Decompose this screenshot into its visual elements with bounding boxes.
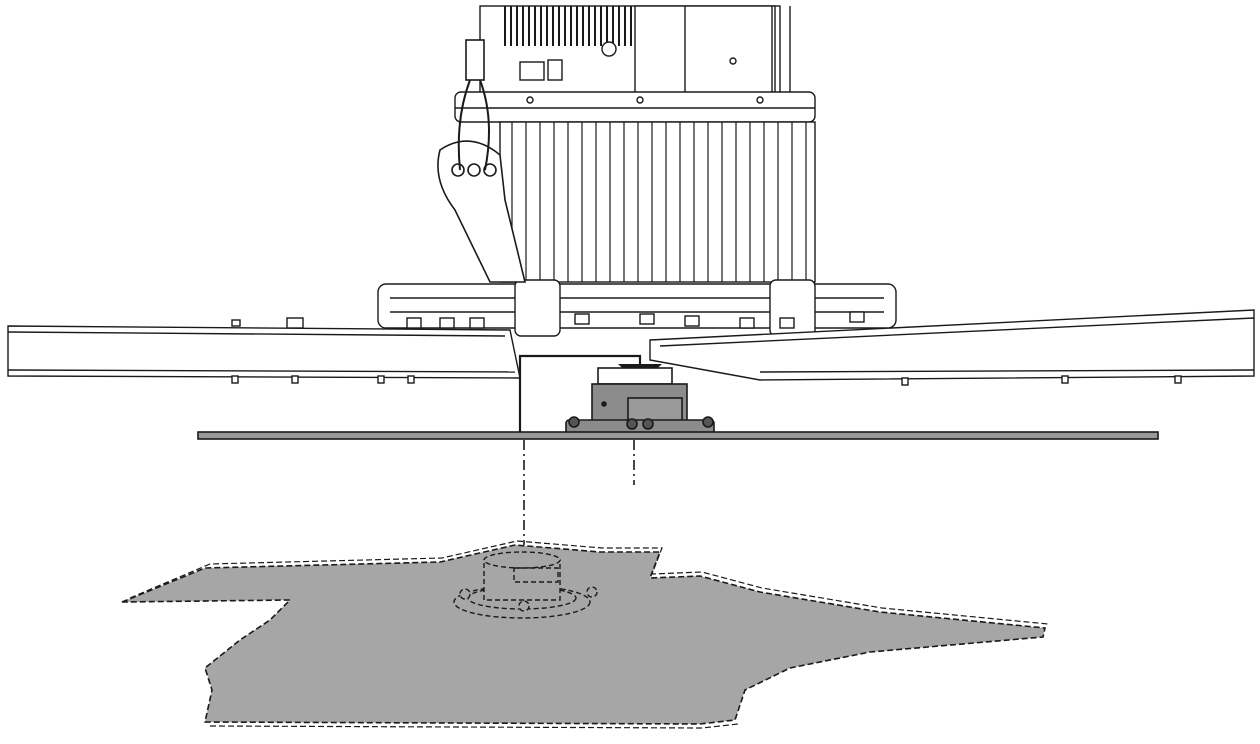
ceiling-mount xyxy=(453,551,598,619)
motor-hub-ring xyxy=(377,283,897,329)
motor-assembly xyxy=(286,5,897,337)
safety-cable xyxy=(518,354,642,432)
motor-fins xyxy=(511,122,807,282)
mounting-arm xyxy=(437,39,527,283)
fan-blades xyxy=(7,309,1255,386)
ceiling-section xyxy=(121,544,1046,725)
motor-top-cap xyxy=(634,5,776,97)
mounting-bracket xyxy=(565,367,715,435)
right-blade xyxy=(649,309,1255,381)
ceiling-plate xyxy=(197,431,1159,440)
blade-clips xyxy=(231,319,1182,386)
alignment-lines xyxy=(523,440,635,545)
motor-fin-block xyxy=(499,121,816,283)
top-fins xyxy=(504,6,632,46)
